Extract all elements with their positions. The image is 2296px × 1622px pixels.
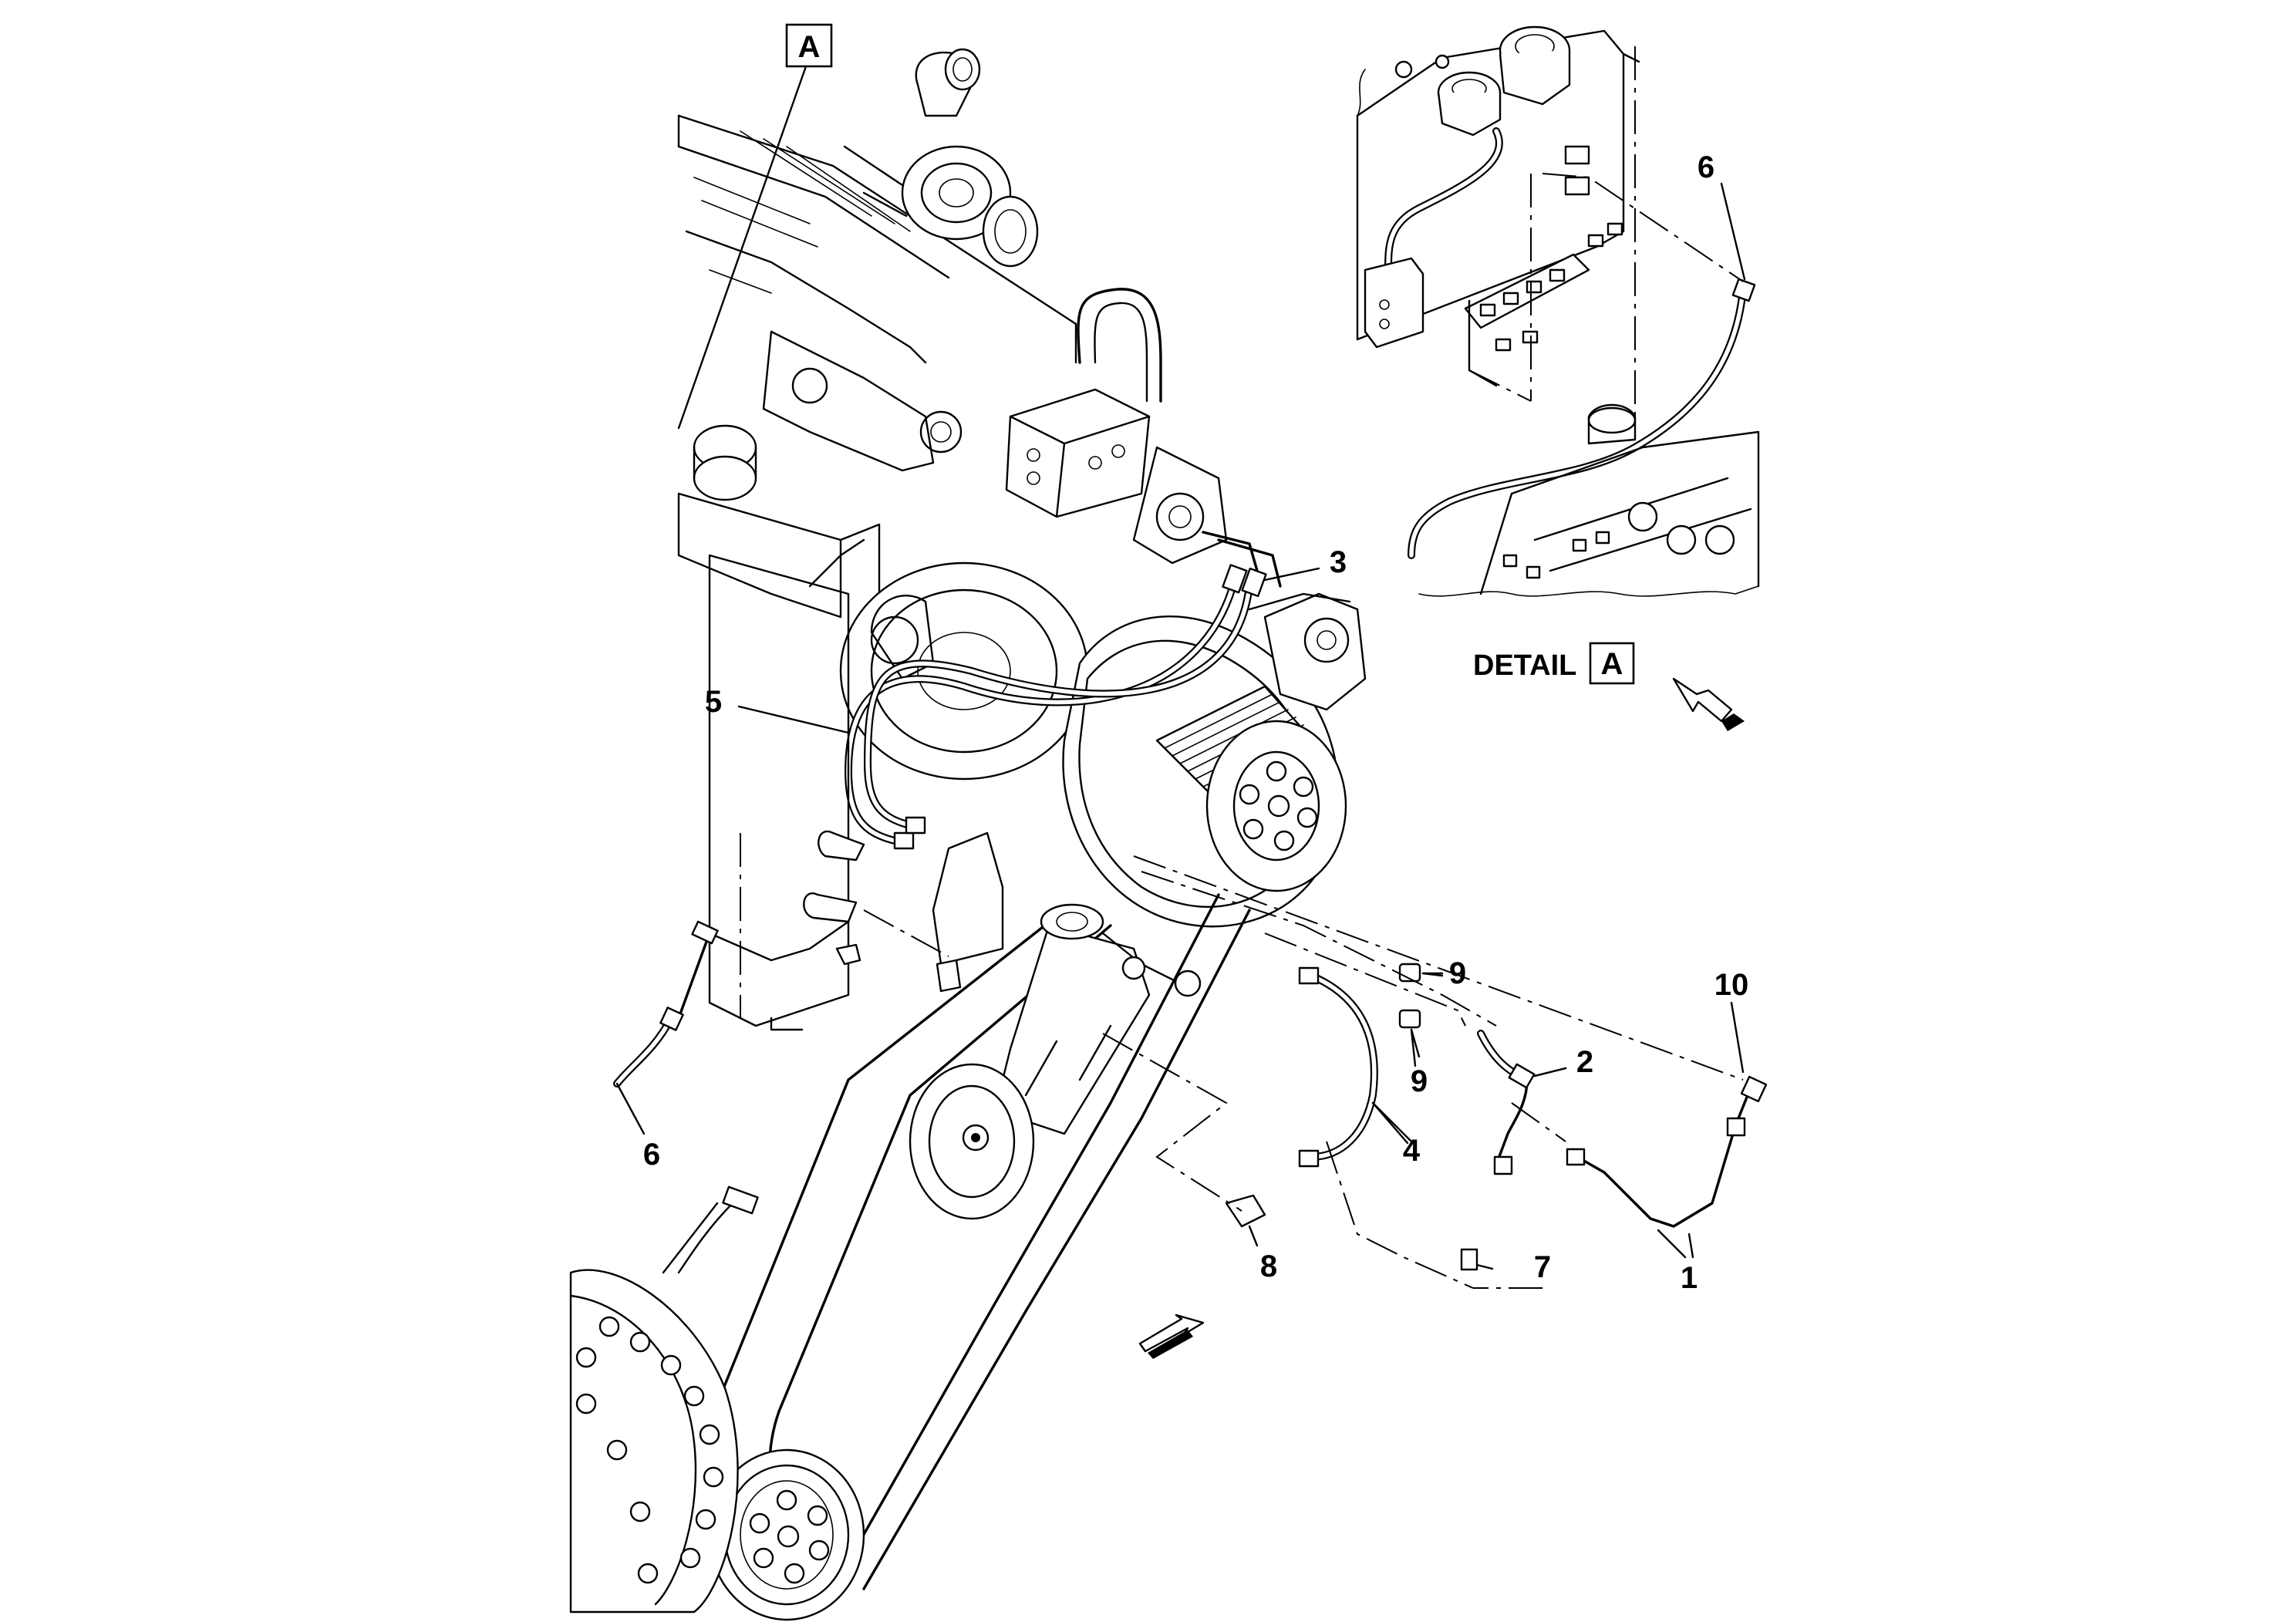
- view-marker-letter: A: [798, 30, 821, 64]
- detail-letter: A: [1601, 647, 1623, 681]
- detail-word: DETAIL: [1473, 649, 1576, 682]
- callouts: 1 2 3 4 5 6 6 7 8 9 9 10: [643, 150, 1748, 1295]
- flywheel-bolts: [575, 1316, 724, 1584]
- fitting-10: [1730, 1001, 1745, 1074]
- inset-fittings: [1502, 501, 1735, 579]
- fan-drive-assembly: [1062, 592, 1367, 928]
- left-bracket: [708, 554, 1004, 1031]
- fitting-9-upper: [1398, 963, 1444, 983]
- fitting-7: [1460, 1248, 1494, 1271]
- hose-6-main: [613, 920, 850, 1135]
- hose-2: [1477, 1030, 1567, 1175]
- detail-a-label: DETAIL A: [1473, 642, 1635, 685]
- callout-4: 4: [1403, 1134, 1421, 1168]
- view-marker-a: A: [677, 23, 833, 430]
- hose-4: [1298, 966, 1413, 1168]
- callout-9-upper: 9: [1449, 956, 1466, 990]
- callout-8: 8: [1260, 1249, 1277, 1283]
- view-direction-arrow: [1672, 677, 1745, 731]
- callout-9-lower: 9: [1411, 1064, 1428, 1098]
- tensioner-cylinder: [909, 903, 1202, 1220]
- pulley-bolts: [1239, 760, 1318, 851]
- callout-1: 1: [1681, 1261, 1698, 1295]
- callout-6-main: 6: [643, 1138, 660, 1172]
- callout-10: 10: [1714, 968, 1749, 1002]
- pipe-1: [1566, 1075, 1768, 1259]
- hose-3: [1202, 531, 1282, 588]
- direction-arrow-lower: [1138, 1313, 1205, 1359]
- callout-7: 7: [1534, 1250, 1551, 1284]
- assembly-leader-lines: [740, 833, 1744, 1289]
- detail-a-inset: [1356, 25, 1760, 597]
- callout-2: 2: [1576, 1045, 1593, 1079]
- callout-5: 5: [705, 685, 722, 719]
- callout-3: 3: [1330, 545, 1347, 579]
- flywheel-lower-left: [569, 1185, 759, 1614]
- fitting-9-lower: [1398, 1009, 1421, 1058]
- fitting-8: [1225, 1194, 1266, 1247]
- callout-6-detail: 6: [1698, 150, 1714, 184]
- hose-5: [844, 564, 1267, 850]
- callout-leaders: [737, 567, 1687, 1259]
- manifold-fittings: [1479, 222, 1623, 352]
